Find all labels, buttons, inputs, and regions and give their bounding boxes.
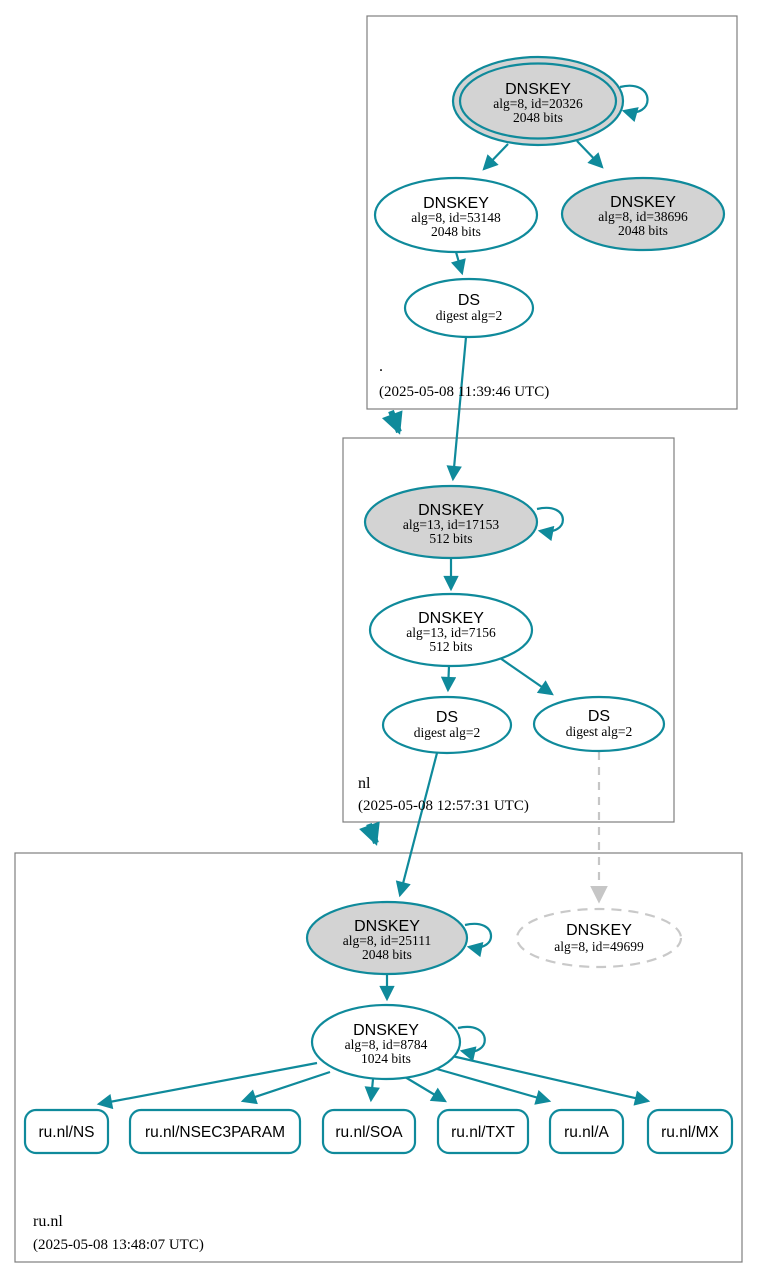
node-root-ksk-20326[interactable]: DNSKEY alg=8, id=20326 2048 bits — [451, 55, 625, 147]
zone-box-nl — [342, 437, 675, 823]
node-title: DNSKEY — [505, 81, 571, 98]
node-title: DNSKEY — [353, 1022, 419, 1039]
edge-root-ksk-to-key38696 — [576, 140, 604, 169]
node-runl-ksk-25111[interactable]: DNSKEY alg=8, id=25111 2048 bits — [305, 900, 469, 976]
rrset-ns[interactable]: ru.nl/NS — [23, 1108, 110, 1155]
node-detail: 2048 bits — [618, 223, 668, 238]
node-detail: 512 bits — [429, 639, 472, 654]
node-nl-zsk-7156[interactable]: DNSKEY alg=13, id=7156 512 bits — [368, 592, 534, 668]
node-detail: alg=13, id=7156 — [406, 625, 496, 640]
rrset-a[interactable]: ru.nl/A — [548, 1108, 625, 1155]
rrset-label: ru.nl/NS — [39, 1124, 95, 1141]
edge-root-zsk-to-ds — [451, 251, 466, 276]
rrset-nsec3param[interactable]: ru.nl/NSEC3PARAM — [128, 1108, 302, 1155]
edge-nl-ksk-self-loop — [536, 506, 564, 542]
edge-runl-zsk-self-loop — [457, 1025, 486, 1062]
zone-label-runl: ru.nl — [33, 1213, 63, 1230]
node-detail: digest alg=2 — [566, 724, 632, 739]
node-detail: alg=8, id=20326 — [493, 96, 583, 111]
node-detail: 2048 bits — [362, 947, 412, 962]
edge-runl-zsk-to-txt — [404, 1076, 447, 1103]
edge-runl-zsk-to-mx — [451, 1054, 651, 1106]
rrset-label: ru.nl/MX — [661, 1124, 719, 1141]
node-title: DS — [588, 708, 610, 725]
edge-nl-zsk-to-ds2 — [499, 657, 554, 696]
node-detail: alg=8, id=49699 — [554, 939, 644, 954]
zone-box-runl — [14, 852, 743, 1263]
rrset-label: ru.nl/A — [564, 1124, 609, 1141]
node-root-ds[interactable]: DS digest alg=2 — [403, 277, 535, 339]
zone-label-nl: nl — [358, 775, 371, 792]
node-title: DS — [436, 709, 458, 726]
zone-timestamp-runl: (2025-05-08 13:48:07 UTC) — [33, 1237, 204, 1253]
node-runl-ghost-dnskey-49699[interactable]: DNSKEY alg=8, id=49699 — [515, 907, 683, 969]
zone-box-root — [366, 15, 738, 410]
rrset-label: ru.nl/TXT — [451, 1124, 515, 1141]
node-detail: 512 bits — [429, 531, 472, 546]
node-title: DS — [458, 292, 480, 309]
edge-delegation-root-to-nl — [381, 409, 403, 435]
edge-delegation-nl-to-runl — [359, 821, 380, 846]
node-title: DNSKEY — [610, 194, 676, 211]
rrset-soa[interactable]: ru.nl/SOA — [321, 1108, 417, 1155]
node-detail: 1024 bits — [361, 1051, 411, 1066]
edge-runl-zsk-to-soa — [364, 1078, 380, 1103]
node-detail: alg=8, id=38696 — [598, 209, 688, 224]
node-root-zsk-53148[interactable]: DNSKEY alg=8, id=53148 2048 bits — [373, 176, 539, 254]
edge-root-ksk-self-loop — [619, 84, 649, 122]
zone-label-root: . — [379, 358, 383, 375]
node-detail: alg=8, id=8784 — [345, 1037, 428, 1052]
edge-nl-zsk-to-ds1 — [440, 665, 457, 693]
zone-timestamp-nl: (2025-05-08 12:57:31 UTC) — [358, 798, 529, 814]
node-title: DNSKEY — [418, 502, 484, 519]
node-detail: alg=8, id=25111 — [343, 933, 431, 948]
zone-timestamp-root: (2025-05-08 11:39:46 UTC) — [379, 384, 549, 400]
node-detail: alg=8, id=53148 — [411, 210, 501, 225]
edge-runl-zsk-to-ns — [96, 1061, 318, 1110]
edge-runl-zsk-to-a — [429, 1065, 552, 1105]
node-nl-ds-1[interactable]: DS digest alg=2 — [381, 695, 513, 755]
edge-runl-ksk-self-loop — [464, 922, 493, 958]
node-title: DNSKEY — [566, 922, 632, 939]
node-detail: alg=13, id=17153 — [403, 517, 499, 532]
node-detail: digest alg=2 — [436, 308, 502, 323]
node-nl-ksk-17153[interactable]: DNSKEY alg=13, id=17153 512 bits — [363, 484, 539, 560]
rrset-mx[interactable]: ru.nl/MX — [646, 1108, 734, 1155]
rrset-label: ru.nl/SOA — [335, 1124, 403, 1141]
node-runl-zsk-8784[interactable]: DNSKEY alg=8, id=8784 1024 bits — [310, 1003, 462, 1081]
rrset-label: ru.nl/NSEC3PARAM — [145, 1124, 285, 1141]
node-nl-ds-2[interactable]: DS digest alg=2 — [532, 695, 666, 753]
node-root-dnskey-38696[interactable]: DNSKEY alg=8, id=38696 2048 bits — [560, 176, 726, 252]
node-detail: digest alg=2 — [414, 725, 480, 740]
node-title: DNSKEY — [423, 195, 489, 212]
node-detail: 2048 bits — [431, 224, 481, 239]
node-title: DNSKEY — [418, 610, 484, 627]
rrset-txt[interactable]: ru.nl/TXT — [436, 1108, 530, 1155]
edge-root-ksk-to-zsk — [482, 143, 509, 171]
node-title: DNSKEY — [354, 918, 420, 935]
edge-root-ds-to-nl-ksk — [446, 336, 468, 482]
node-detail: 2048 bits — [513, 110, 563, 125]
edge-nl-ds1-to-runl-ksk — [395, 752, 439, 898]
edge-runl-zsk-to-nsec3param — [240, 1070, 331, 1105]
